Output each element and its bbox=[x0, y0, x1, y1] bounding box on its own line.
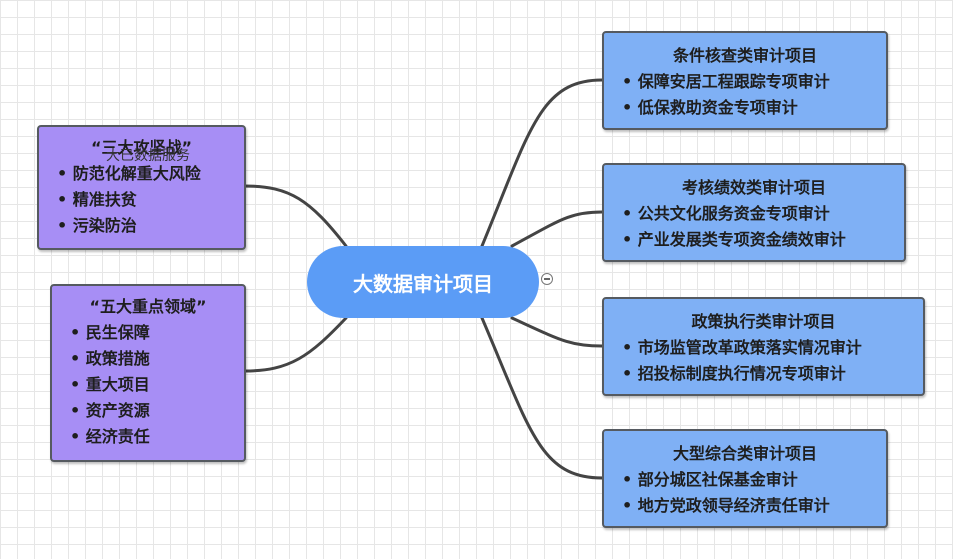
connector-left-1 bbox=[243, 184, 348, 248]
collapse-toggle-icon[interactable] bbox=[541, 273, 553, 285]
list-item: 招投标制度执行情况专项审计 bbox=[622, 361, 923, 387]
list-item: 地方党政领导经济责任审计 bbox=[622, 493, 886, 519]
list-item: 污染防治 bbox=[57, 213, 244, 239]
topic-five-areas[interactable]: “五大重点领域” 民生保障 政策措施 重大项目 资产资源 经济责任 bbox=[50, 284, 246, 462]
list-item: 市场监管改革政策落实情况审计 bbox=[622, 335, 923, 361]
connector-right-2 bbox=[510, 210, 604, 248]
topic-title: 大型综合类审计项目 bbox=[672, 444, 817, 463]
list-item: 防范化解重大风险 bbox=[57, 161, 244, 187]
list-item: 保障安居工程跟踪专项审计 bbox=[622, 69, 886, 95]
topic-condition-check[interactable]: 条件核查类审计项目 保障安居工程跟踪专项审计 低保救助资金专项审计 bbox=[602, 31, 888, 130]
topic-title: “五大重点领域” bbox=[89, 297, 207, 316]
connector-right-1 bbox=[480, 78, 604, 248]
topic-title: 政策执行类审计项目 bbox=[691, 312, 836, 331]
list-item: 政策措施 bbox=[70, 346, 244, 372]
connector-right-4 bbox=[480, 316, 604, 480]
topic-performance[interactable]: 考核绩效类审计项目 公共文化服务资金专项审计 产业发展类专项资金绩效审计 bbox=[602, 163, 906, 262]
list-item: 精准扶贫 bbox=[57, 187, 244, 213]
connector-left-2 bbox=[243, 316, 348, 373]
list-item: 资产资源 bbox=[70, 398, 244, 424]
topic-title: 考核绩效类审计项目 bbox=[681, 178, 826, 197]
overlay-label: 大已数据服务 bbox=[106, 148, 190, 164]
central-topic[interactable]: 大数据审计项目 bbox=[307, 246, 539, 318]
topic-title: 条件核查类审计项目 bbox=[672, 46, 817, 65]
topic-title: “三大攻坚战” bbox=[90, 138, 193, 157]
topic-three-battles[interactable]: “三大攻坚战” 防范化解重大风险 精准扶贫 污染防治 bbox=[37, 125, 246, 250]
list-item: 公共文化服务资金专项审计 bbox=[622, 201, 904, 227]
list-item: 部分城区社保基金审计 bbox=[622, 467, 886, 493]
topic-policy-execution[interactable]: 政策执行类审计项目 市场监管改革政策落实情况审计 招投标制度执行情况专项审计 bbox=[602, 297, 925, 396]
list-item: 经济责任 bbox=[70, 424, 244, 450]
list-item: 低保救助资金专项审计 bbox=[622, 95, 886, 121]
list-item: 产业发展类专项资金绩效审计 bbox=[622, 227, 904, 253]
topic-comprehensive[interactable]: 大型综合类审计项目 部分城区社保基金审计 地方党政领导经济责任审计 bbox=[602, 429, 888, 528]
connector-right-3 bbox=[510, 316, 604, 348]
list-item: 重大项目 bbox=[70, 372, 244, 398]
list-item: 民生保障 bbox=[70, 320, 244, 346]
